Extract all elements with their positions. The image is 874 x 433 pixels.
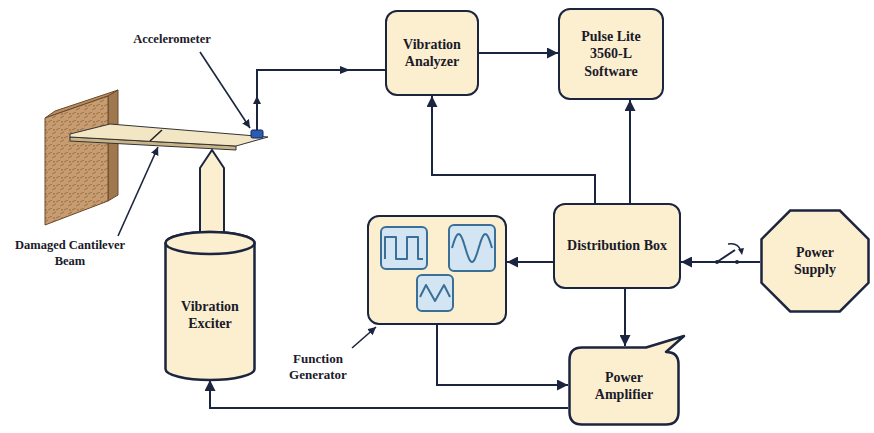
signal-connector [432, 96, 595, 203]
node-text: Distribution Box [567, 237, 667, 255]
cantilever-beam [70, 124, 268, 150]
beam-label: Damaged Cantilever Beam [2, 238, 138, 269]
sensor-label: Accelerometer [122, 32, 222, 48]
amplifier-box: Power Amplifier [568, 346, 680, 426]
node-text: Vibration Analyzer [395, 36, 469, 71]
exciter-rod [200, 150, 224, 245]
sensor-wire [257, 70, 385, 130]
signal-connector [624, 289, 626, 346]
power-supply-octagon: Power Supply [760, 209, 870, 313]
node-text: Power Amplifier [582, 369, 666, 404]
leader-line [352, 327, 376, 348]
fixed-wall [45, 90, 118, 225]
amplifier-box-outline [568, 346, 680, 426]
signal-connector [210, 380, 568, 408]
node-text: Vibration Exciter [174, 280, 246, 333]
power-supply-octagon-outline [760, 209, 870, 313]
accelerometer-sensor [251, 130, 263, 138]
waveform-icons [381, 225, 495, 311]
node-text: Pulse Lite 3560-L Software [573, 28, 649, 81]
flow-arrow [340, 66, 350, 74]
function-generator-box-outline [369, 217, 509, 327]
leader-line [200, 52, 250, 128]
node-text: Function Generator [277, 351, 359, 384]
signal-connector [479, 52, 558, 54]
signal-connector [629, 100, 631, 203]
distribution-box: Distribution Box [553, 203, 681, 289]
signal-connector [681, 261, 760, 263]
signal-connector [437, 325, 568, 385]
flow-arrow [253, 96, 261, 104]
leader-line [118, 147, 158, 236]
exciter-cylinder: Vibration Exciter [164, 232, 256, 380]
analyzer-box: Vibration Analyzer [385, 10, 479, 96]
node-text: Power Supply [779, 244, 851, 279]
signal-connector [507, 261, 553, 263]
software-box: Pulse Lite 3560-L Software [558, 8, 664, 100]
crack-line [150, 130, 162, 141]
function-generator-box: Function Generator [367, 215, 507, 325]
power-switch [715, 244, 744, 267]
